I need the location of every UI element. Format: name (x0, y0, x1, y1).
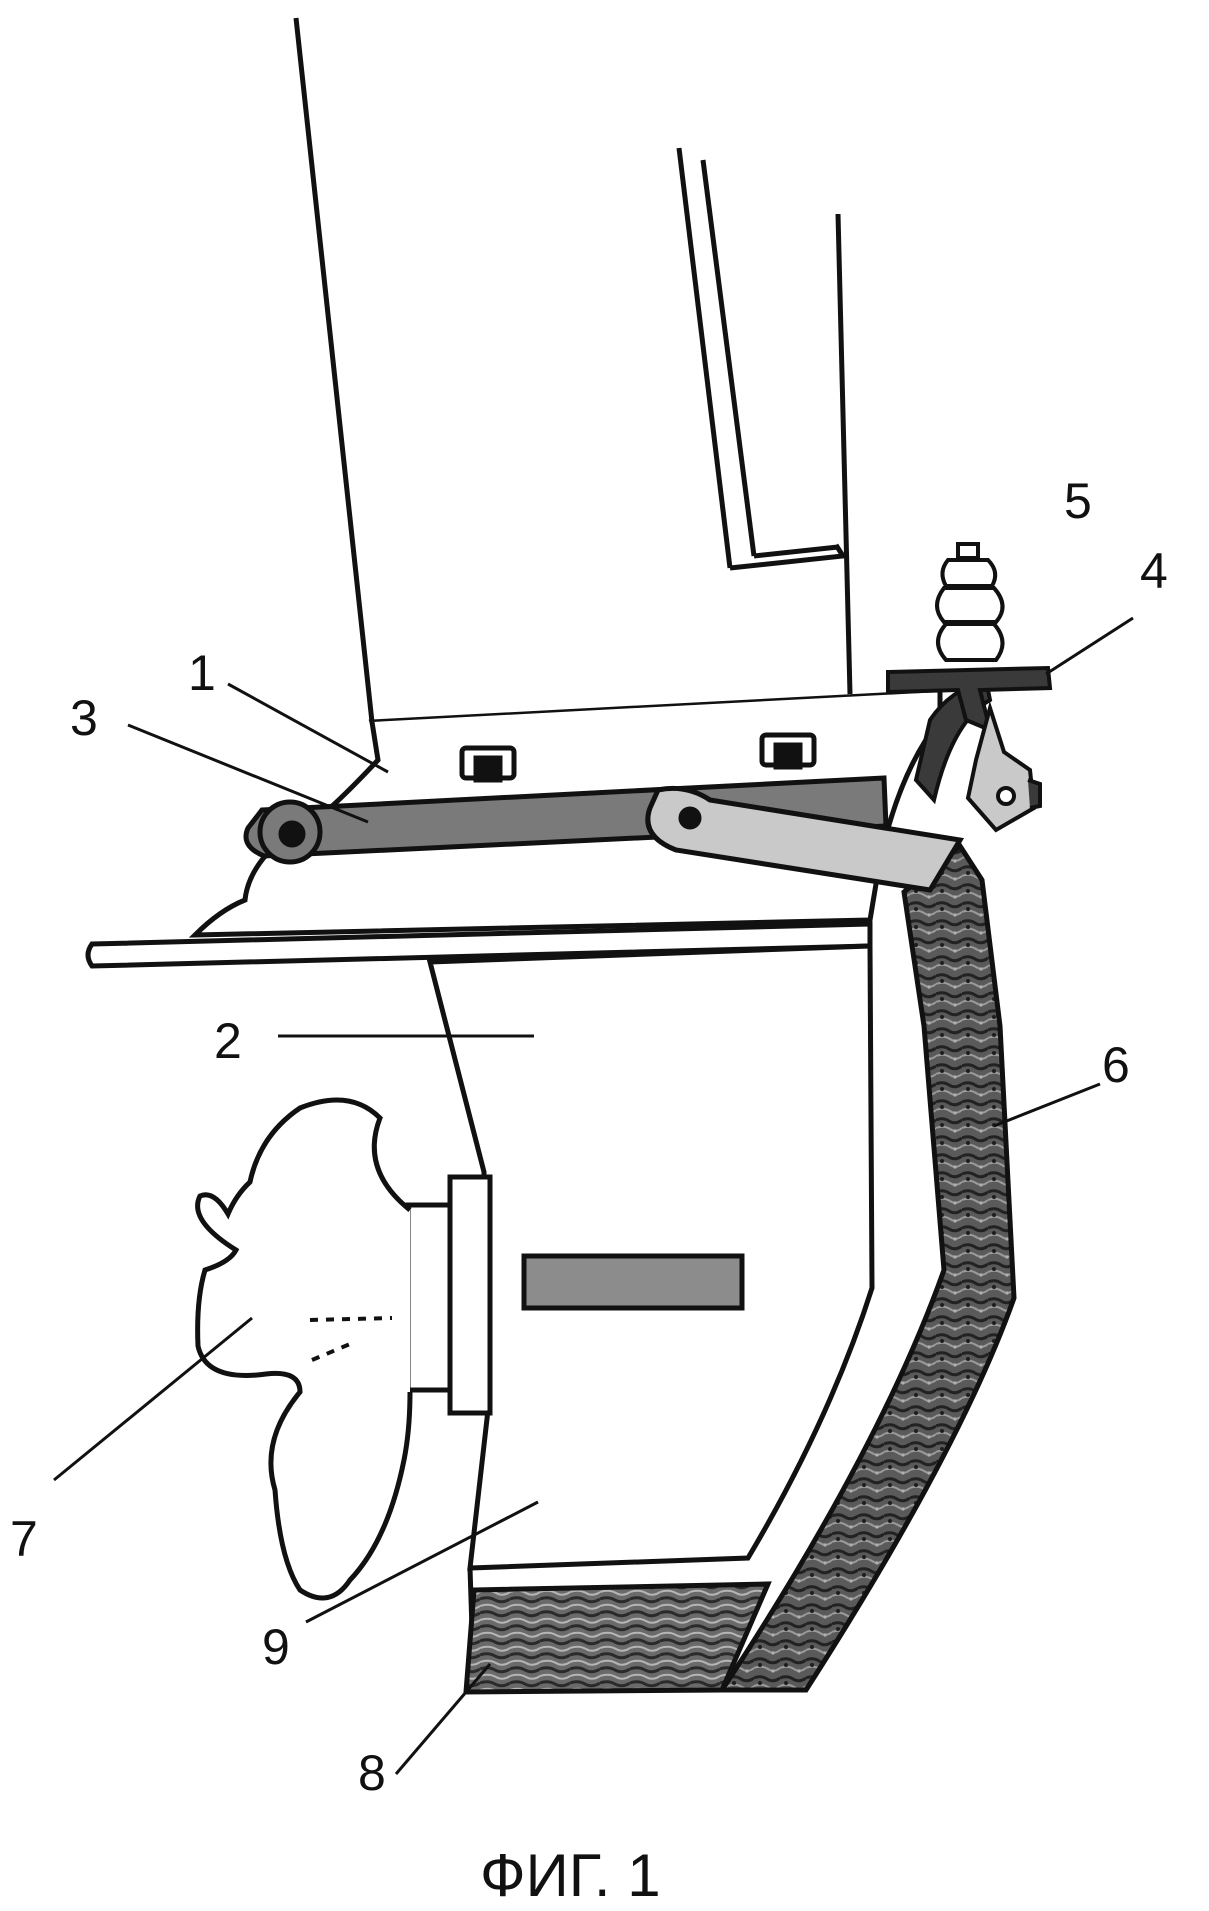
callout-4: 4 (1140, 543, 1168, 599)
callout-2: 2 (214, 1013, 242, 1069)
motor-housing (293, 17, 853, 723)
callout-9: 9 (262, 1619, 290, 1675)
anode-plate (521, 1253, 745, 1311)
figure-caption: ФИГ. 1 (480, 1842, 661, 1909)
callout-6: 6 (1102, 1037, 1130, 1093)
propeller (195, 1097, 413, 1601)
callout-8: 8 (358, 1745, 386, 1801)
callout-1: 1 (188, 645, 216, 701)
damper (935, 542, 1005, 662)
hinge-link (965, 700, 1042, 833)
wooden-guard (717, 842, 1017, 1693)
callout-5: 5 (1064, 473, 1092, 529)
callout-7: 7 (10, 1511, 38, 1567)
propeller-hub (405, 1174, 493, 1416)
leader-lines (53, 616, 1134, 1775)
propeller-shaft-hidden (309, 1316, 393, 1362)
link-arm (645, 785, 965, 893)
wooden-shoe (463, 1581, 772, 1695)
callout-3: 3 (70, 690, 98, 746)
